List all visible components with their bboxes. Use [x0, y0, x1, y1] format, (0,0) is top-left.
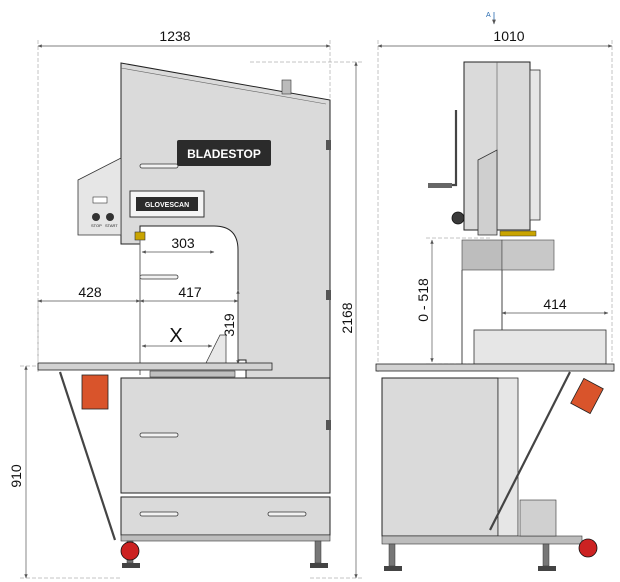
start-button[interactable] — [106, 213, 114, 221]
dim-label-cut-width: X — [169, 325, 182, 347]
foot — [538, 566, 556, 571]
dim-label-blade-guide-range: 0 - 518 — [415, 278, 431, 322]
upper-slot — [139, 163, 179, 169]
guide-knob[interactable] — [451, 211, 465, 225]
hinge — [326, 290, 331, 300]
dim-label-table-height: 910 — [8, 464, 24, 488]
foot-pedal[interactable] — [570, 377, 604, 415]
hinge — [326, 140, 331, 150]
table-rail — [149, 370, 236, 378]
work-table — [37, 362, 273, 371]
side-lower-door — [497, 377, 519, 537]
dim-label-overall-depth: 1010 — [493, 28, 524, 44]
drawer-handle[interactable] — [267, 511, 307, 517]
blade-column — [461, 239, 503, 271]
crank-arm[interactable] — [430, 110, 458, 187]
motor-housing — [519, 499, 557, 537]
dim-label-overall-width: 1238 — [159, 28, 190, 44]
stop-button-label: STOP — [91, 223, 102, 228]
top-tension-knob — [281, 79, 292, 95]
blade-guide-assembly — [477, 149, 498, 236]
drawer-handle[interactable] — [139, 511, 179, 517]
dim-label-left-extent: 428 — [78, 284, 102, 300]
side-view: A 1010 0 - 518 414 — [375, 12, 615, 571]
foot — [310, 563, 328, 568]
blade-guide — [134, 231, 146, 241]
side-door — [529, 69, 541, 221]
pusher-plate — [473, 329, 607, 365]
glovescan-logo — [136, 197, 198, 211]
emergency-stop-button[interactable] — [578, 538, 598, 558]
dim-label-cut-height: 319 — [221, 313, 237, 337]
section-marker-label: A — [486, 12, 491, 19]
leg — [542, 543, 550, 567]
leg — [314, 540, 322, 564]
side-lower-cabinet — [381, 377, 499, 537]
pedal-strut — [58, 371, 117, 541]
side-base — [381, 535, 583, 545]
stop-button[interactable] — [92, 213, 100, 221]
bladestop-logo — [177, 140, 271, 166]
hinge — [326, 420, 331, 430]
upper-slot — [139, 274, 179, 280]
dim-label-table-depth: 414 — [543, 296, 567, 312]
foot-pedal[interactable] — [81, 374, 109, 410]
crank-handle[interactable] — [428, 183, 452, 188]
foot — [384, 566, 402, 571]
side-table — [375, 363, 615, 372]
front-view: 1238 2168 910 STOP START BLADESTOP GLOVE… — [8, 28, 362, 579]
emergency-stop-button[interactable] — [120, 541, 140, 561]
leg — [388, 543, 396, 567]
dim-label-overall-height: 2168 — [339, 302, 355, 333]
fence-bracket — [204, 334, 227, 366]
dim-label-throat: 303 — [171, 235, 195, 251]
start-button-label: START — [105, 223, 118, 228]
bladestop-logo-text: BLADESTOP — [187, 147, 261, 161]
dim-label-right-extent: 417 — [178, 284, 202, 300]
upper-blade-housing — [120, 62, 331, 379]
pedal-strut — [489, 371, 571, 531]
glovescan-logo-text: GLOVESCAN — [145, 202, 189, 209]
guide-bar — [499, 230, 537, 237]
lower-door-handle[interactable] — [139, 432, 179, 438]
foot — [122, 563, 140, 568]
